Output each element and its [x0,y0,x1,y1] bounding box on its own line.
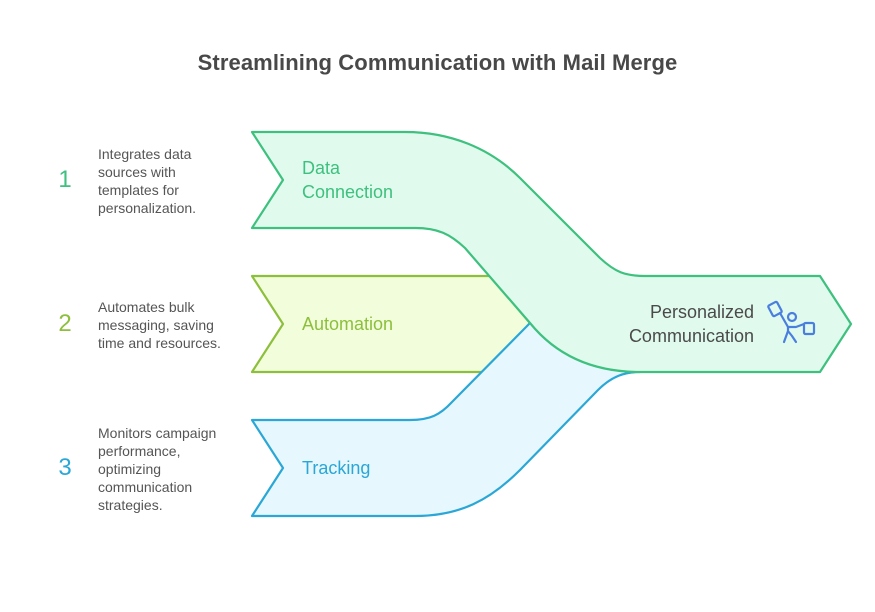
output-label: Personalized Communication [600,300,754,348]
description-line: strategies. [98,497,163,513]
label-line: Automation [302,314,394,334]
diagram-title: Streamlining Communication with Mail Mer… [197,50,678,75]
data-connection-band [250,130,853,374]
tracking-band [250,321,642,518]
description-line: messaging, saving [98,317,214,333]
band-label-data-connection: Data Connection [302,156,393,204]
step-description-1: Integrates data sources with templates f… [98,145,248,217]
band-label-automation: Automation [302,312,393,336]
person-juggling-messages-icon [767,300,816,344]
description-line: communication [98,479,193,495]
step-number-2: 2 [58,310,72,337]
step-description-2: Automates bulk messaging, saving time an… [98,298,248,352]
description-line: performance, [98,443,181,459]
step-description-3: Monitors campaign performance, optimizin… [98,424,248,514]
step-number-3: 3 [58,454,72,481]
label-line: Communication [628,326,754,346]
description-line: Monitors campaign [98,425,217,441]
label-line: Tracking [302,458,371,478]
description-line: sources with [98,164,176,180]
description-line: time and resources. [98,335,221,351]
step-number-1: 1 [58,166,72,193]
label-line: Data [302,158,341,178]
description-line: Automates bulk [98,299,195,315]
label-line: Connection [302,182,394,202]
description-line: personalization. [98,200,197,216]
description-line: templates for [98,182,179,198]
label-line: Personalized [649,302,754,322]
description-line: optimizing [98,461,162,477]
band-label-tracking: Tracking [302,456,370,480]
description-line: Integrates data [98,146,192,162]
